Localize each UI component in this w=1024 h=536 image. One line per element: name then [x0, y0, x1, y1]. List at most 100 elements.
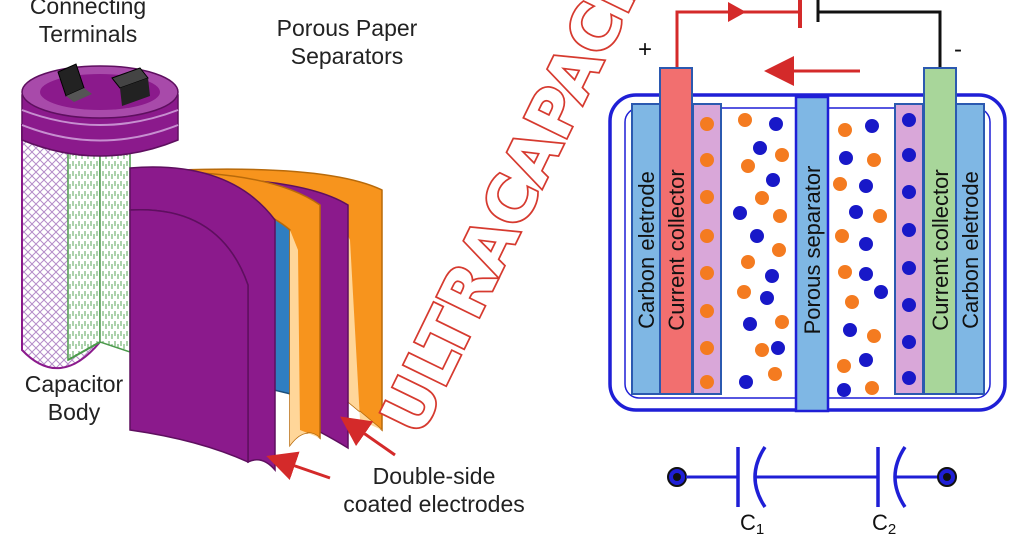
ion-blue [902, 185, 916, 199]
ion-blue [760, 291, 774, 305]
ion-group [700, 113, 916, 397]
double-side-electrodes-line2: coated electrodes [343, 491, 525, 517]
ion-blue [843, 323, 857, 337]
label-carbon-electrode-left: Carbon eletrode [634, 171, 659, 329]
ion-orange [775, 148, 789, 162]
ion-orange [700, 266, 714, 280]
equivalent-circuit: C1 C2 [667, 446, 957, 536]
ion-orange [772, 243, 786, 257]
ion-blue [743, 317, 757, 331]
ion-orange [865, 381, 879, 395]
ion-blue [753, 141, 767, 155]
porous-separator [794, 95, 830, 413]
ion-blue [902, 113, 916, 127]
label-connecting-terminals: Connecting Terminals [8, 0, 168, 48]
ion-blue [837, 383, 851, 397]
capacitor-c2-curve [893, 446, 907, 508]
capacitor-inner-strip [67, 149, 101, 362]
ion-blue [771, 341, 785, 355]
ion-blue [902, 148, 916, 162]
ion-orange [835, 229, 849, 243]
ion-orange [755, 191, 769, 205]
ion-blue [902, 371, 916, 385]
ion-blue [733, 206, 747, 220]
connecting-terminals-line2: Terminals [38, 21, 138, 47]
electrode-coating-right [894, 103, 924, 395]
capacitor-body-line1: Capacitor [24, 371, 124, 397]
ion-blue [859, 179, 873, 193]
ion-blue [859, 267, 873, 281]
ion-blue [902, 335, 916, 349]
top-wire-black [816, 0, 942, 68]
connecting-terminals-line1: Connecting [29, 0, 147, 19]
ion-blue [902, 223, 916, 237]
label-c1: C1 [740, 510, 764, 536]
label-capacitor-body: Capacitor Body [4, 370, 144, 426]
ion-orange [867, 329, 881, 343]
label-carbon-electrode-right: Carbon eletrode [958, 171, 983, 329]
ion-orange [741, 159, 755, 173]
ion-orange [837, 359, 851, 373]
ion-blue [765, 269, 779, 283]
ion-orange [737, 285, 751, 299]
capacitor-c1-curve [753, 446, 767, 508]
ion-blue [902, 261, 916, 275]
ion-orange [838, 265, 852, 279]
ion-orange [700, 153, 714, 167]
porous-paper-separators-line1: Porous Paper [276, 15, 418, 41]
capacitor-inner-strip-2 [99, 149, 131, 354]
electrode-coating-left [692, 103, 722, 395]
ion-orange [833, 177, 847, 191]
ion-orange [755, 343, 769, 357]
ion-blue [739, 375, 753, 389]
ion-orange [845, 295, 859, 309]
diode-icon [728, 2, 746, 22]
label-double-side-electrodes: Double-side coated electrodes [318, 462, 550, 518]
current-collector-right [923, 67, 957, 395]
capacitor-body-line2: Body [47, 399, 101, 425]
cell-group: Carbon eletrode Current collector Porous… [608, 0, 1007, 413]
top-wire-red [675, 10, 800, 70]
ion-blue [874, 285, 888, 299]
label-current-collector-left: Current collector [664, 169, 689, 330]
label-porous-paper-separators: Porous Paper Separators [252, 14, 442, 70]
ion-blue [766, 173, 780, 187]
ion-orange [700, 117, 714, 131]
label-current-collector-right: Current collector [928, 169, 953, 330]
ion-blue [849, 205, 863, 219]
electrode-sheets-group [129, 166, 383, 473]
ion-orange [838, 123, 852, 137]
label-c2: C2 [872, 510, 896, 536]
ion-blue [865, 119, 879, 133]
ion-blue [839, 151, 853, 165]
ion-orange [700, 190, 714, 204]
ion-orange [738, 113, 752, 127]
current-collector-left [659, 67, 693, 395]
minus-sign: - [954, 36, 962, 63]
label-porous-separator: Porous separator [800, 166, 825, 335]
ion-orange [867, 153, 881, 167]
ion-blue [902, 298, 916, 312]
plus-sign: + [638, 36, 652, 63]
arrow-to-electrode-2 [340, 416, 396, 457]
terminal-icon-right [111, 67, 150, 106]
ion-orange [773, 209, 787, 223]
ion-orange [873, 209, 887, 223]
carbon-electrode-left [631, 103, 661, 395]
ion-blue [859, 353, 873, 367]
carbon-electrode-right [955, 103, 985, 395]
ion-blue [769, 117, 783, 131]
ion-orange [700, 375, 714, 389]
capacitor-body-group [21, 63, 179, 370]
terminal-icon-left [57, 63, 92, 102]
porous-paper-separators-line2: Separators [290, 43, 404, 69]
ion-orange [700, 304, 714, 318]
arrow-to-electrode-1 [266, 451, 331, 481]
ion-orange [741, 255, 755, 269]
ion-orange [775, 315, 789, 329]
ion-orange [768, 367, 782, 381]
ion-orange [700, 341, 714, 355]
ion-orange [700, 229, 714, 243]
